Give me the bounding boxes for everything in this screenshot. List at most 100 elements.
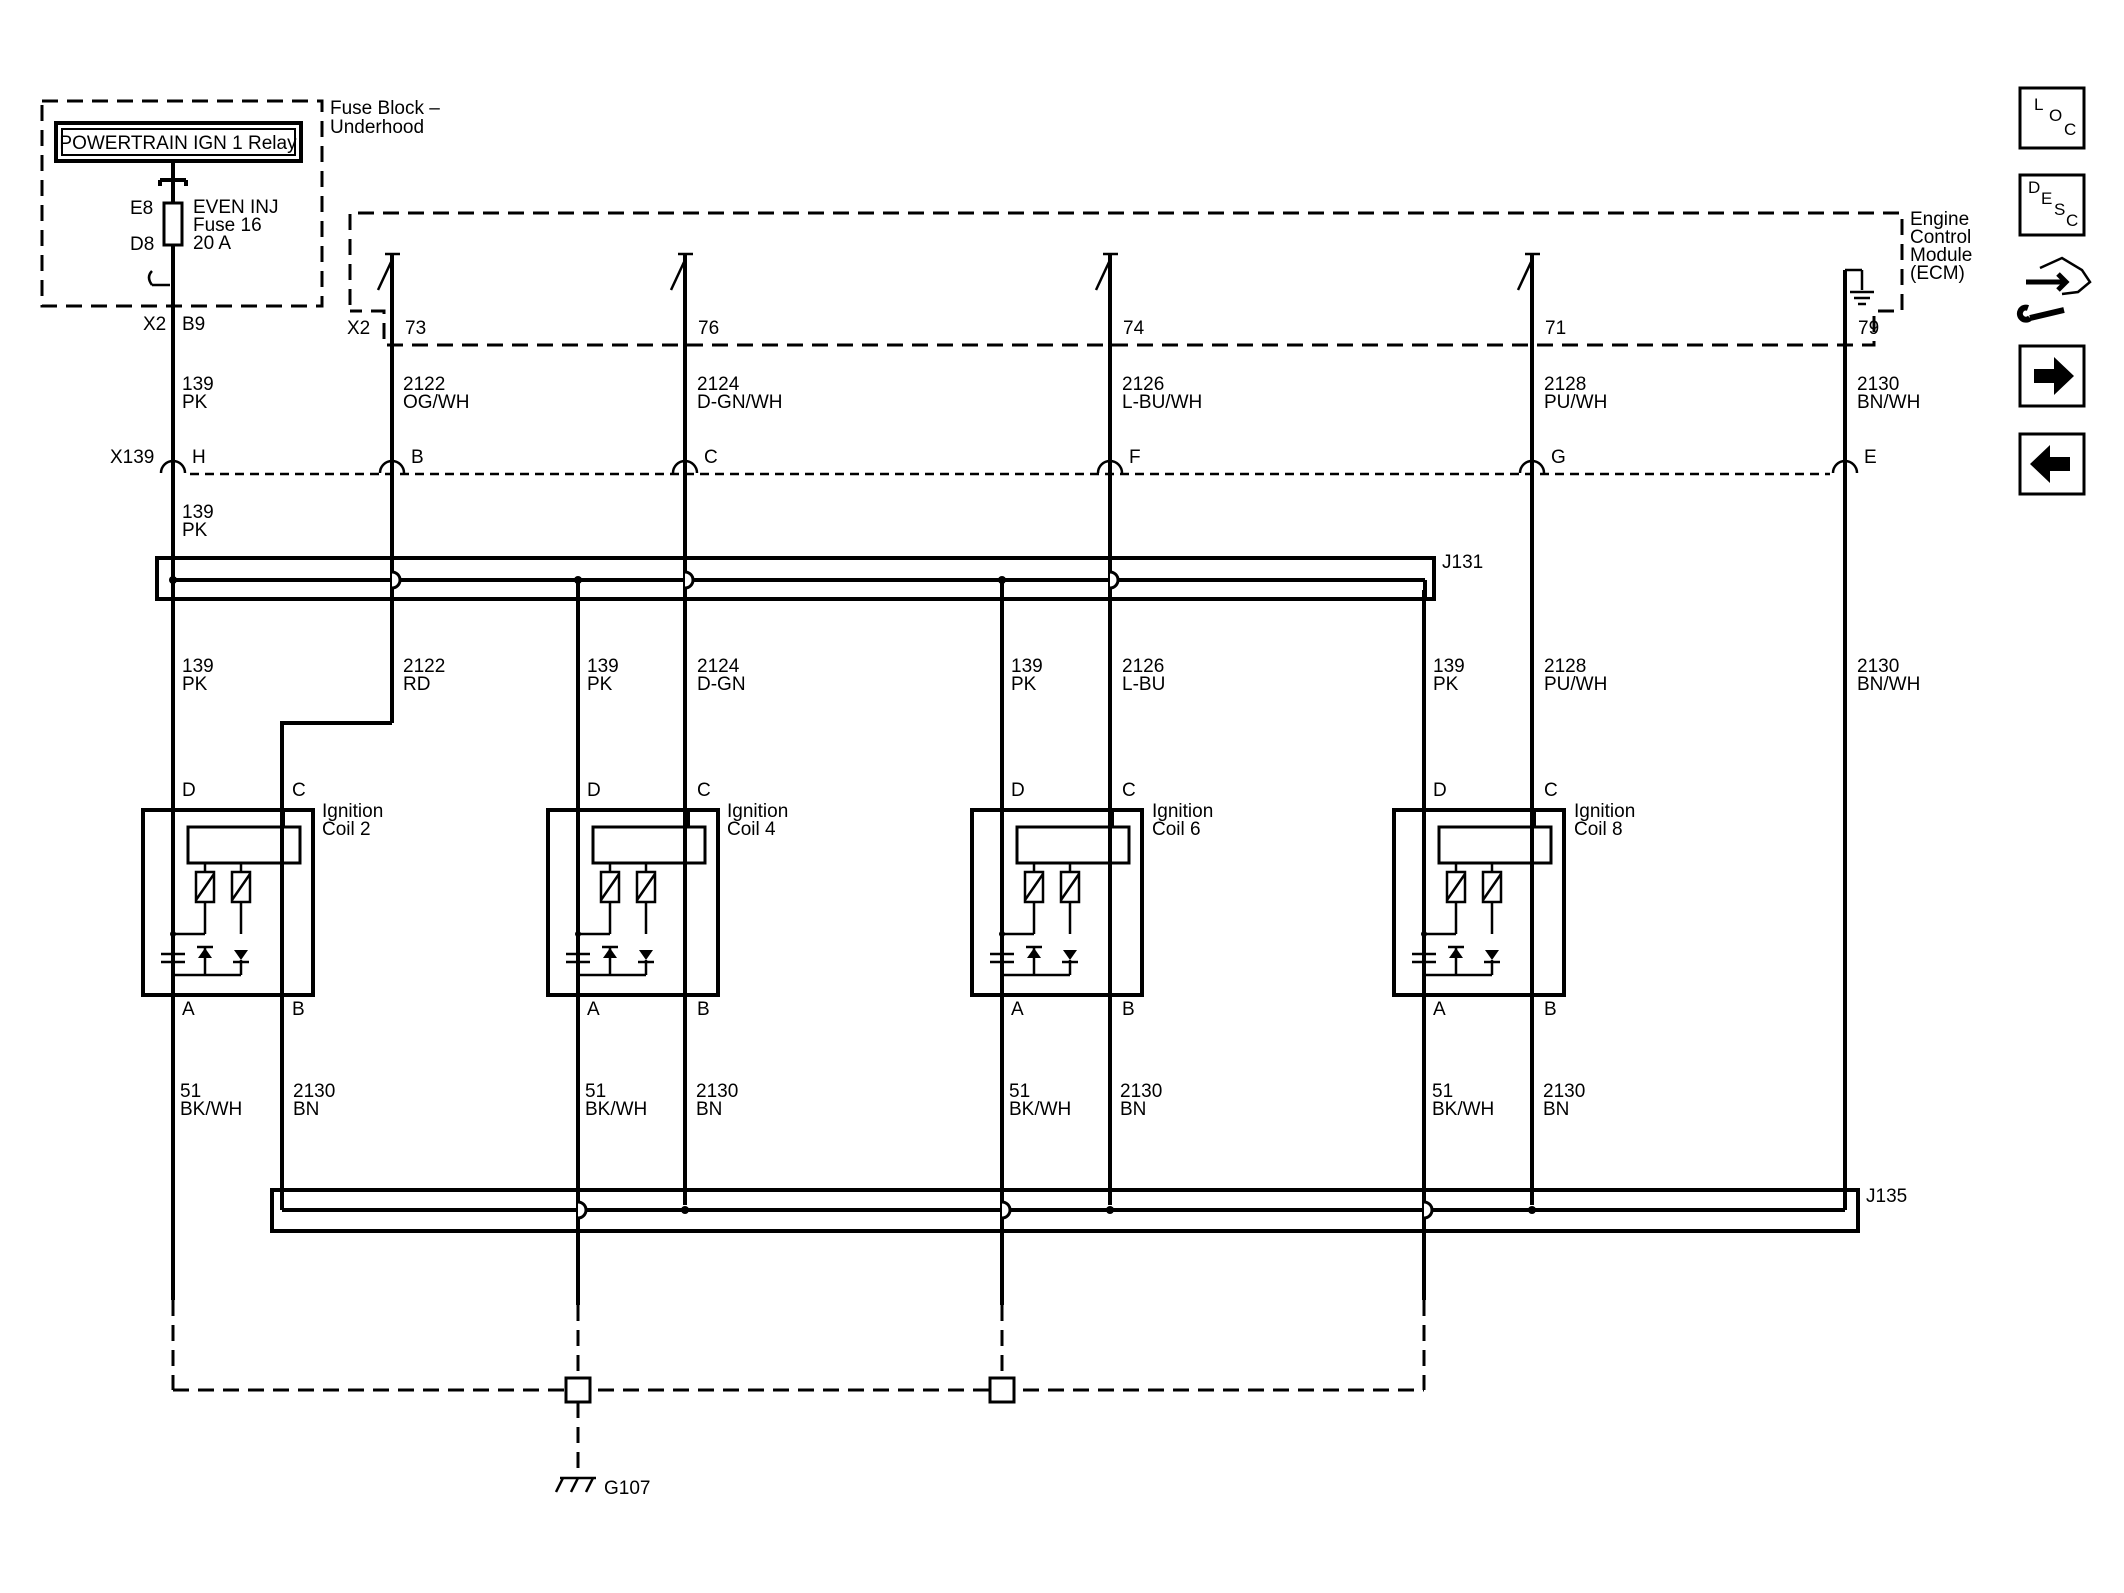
coil-name: Ignition — [1152, 801, 1213, 822]
desc-button[interactable]: D E S C — [2018, 173, 2086, 237]
j131-outline — [155, 556, 1436, 601]
wire-color: BN — [1543, 1099, 1569, 1120]
lower-wire-labels: 51 BK/WH 2130 BN 51 BK/WH 2130 BN 51 BK/… — [180, 1081, 1585, 1120]
wire-number: 51 — [180, 1081, 201, 1102]
coil-pin-a: A — [1433, 999, 1446, 1020]
wire-color: BK/WH — [585, 1099, 647, 1120]
x139-pin: G — [1551, 447, 1566, 468]
wire-number: 2130 — [696, 1081, 738, 1102]
wire-number: 139 — [182, 502, 214, 523]
wire-number: 2122 — [403, 374, 445, 395]
ecm: Engine Control Module (ECM) X2 — [347, 209, 1972, 460]
wire-number: 2122 — [403, 656, 445, 677]
loc-icon: L O C — [2034, 95, 2076, 139]
coil-pin-a: A — [1011, 999, 1024, 1020]
fuse-amperage: 20 A — [193, 233, 231, 254]
coil-pin-c: C — [1544, 780, 1558, 801]
wire-number: 139 — [587, 656, 619, 677]
svg-text:C: C — [2064, 120, 2076, 139]
wire-color: BN — [1120, 1099, 1146, 1120]
arrow-left-icon — [2030, 445, 2070, 483]
coil-name: Ignition — [1574, 801, 1635, 822]
ecm-pin: 76 — [698, 318, 719, 339]
wire-color: PK — [182, 674, 208, 695]
wire-color: BN — [696, 1099, 722, 1120]
wire-color: BN/WH — [1857, 674, 1920, 695]
wire-number: 51 — [1009, 1081, 1030, 1102]
ground-label: G107 — [604, 1478, 650, 1499]
wire-color: PK — [182, 520, 208, 541]
desc-icon: D E S C — [2028, 178, 2078, 230]
wire-number: 139 — [182, 656, 214, 677]
x139-pin: E — [1864, 447, 1877, 468]
svg-text:D: D — [2028, 178, 2040, 197]
wire-number: 2130 — [293, 1081, 335, 1102]
coil-pin-d: D — [1011, 780, 1025, 801]
loc-button[interactable]: L O C — [2018, 86, 2086, 150]
svg-text:C: C — [2066, 211, 2078, 230]
fuse-16-symbol — [162, 201, 184, 247]
ignition-coil-2: D C Ignition Coil 2 A B — [141, 780, 383, 1020]
wire-color: D-GN — [697, 674, 746, 695]
coil-pin-d: D — [587, 780, 601, 801]
wire-number: 139 — [1433, 656, 1465, 677]
ecm-ground-symbol — [1843, 268, 1874, 460]
wire-color: BN — [293, 1099, 319, 1120]
x139-pin: H — [192, 447, 206, 468]
coil-name-2: Coil 6 — [1152, 819, 1201, 840]
j131-label: J131 — [1442, 552, 1483, 573]
wire-number: 2128 — [1544, 374, 1586, 395]
wire-number: 51 — [585, 1081, 606, 1102]
coil-pin-c: C — [697, 780, 711, 801]
ecm-driver-switch — [376, 252, 400, 460]
wire-color: PK — [1011, 674, 1037, 695]
coil-pin-d: D — [1433, 780, 1447, 801]
ecm-pin: 71 — [1545, 318, 1566, 339]
connector-wrench-icon — [2016, 256, 2092, 323]
wire-color: BN/WH — [1857, 392, 1920, 413]
wire-color: D-GN/WH — [697, 392, 782, 413]
coil-pin-b: B — [697, 999, 710, 1020]
fuse-pin-bottom: D8 — [130, 234, 154, 255]
wire-number: 139 — [182, 374, 214, 395]
wire-number: 2128 — [1544, 656, 1586, 677]
coil-pin-a: A — [182, 999, 195, 1020]
ecm-driver-switch — [1516, 252, 1540, 460]
ground-g107-symbol — [554, 1476, 596, 1493]
coil-pin-d: D — [182, 780, 196, 801]
x139-pin: C — [704, 447, 718, 468]
wire-number: 2124 — [697, 656, 740, 677]
wire-color: BK/WH — [180, 1099, 242, 1120]
wire-number: 2126 — [1122, 374, 1164, 395]
coil-name-2: Coil 2 — [322, 819, 371, 840]
arrow-right-icon — [2034, 357, 2074, 395]
coil-pin-b: B — [1544, 999, 1557, 1020]
coil-pin-b: B — [292, 999, 305, 1020]
wire-number: 2130 — [1120, 1081, 1162, 1102]
wire-number: 2126 — [1122, 656, 1164, 677]
ecm-label-3: Module — [1910, 245, 1972, 266]
ecm-label-1: Engine — [1910, 209, 1969, 230]
previous-page-button[interactable] — [2018, 432, 2086, 496]
wire-color: PU/WH — [1544, 674, 1607, 695]
connector-wrench-button[interactable] — [2016, 256, 2092, 323]
fuse-block-connector: X2 — [143, 314, 166, 335]
wire-color: PU/WH — [1544, 392, 1607, 413]
fuse-number: Fuse 16 — [193, 215, 262, 236]
splice-j131: J131 — [155, 552, 1483, 601]
relay-label: POWERTRAIN IGN 1 Relay — [59, 133, 297, 154]
wire-color: BK/WH — [1432, 1099, 1494, 1120]
coil-pin-c: C — [1122, 780, 1136, 801]
fuse-block-title-2: Underhood — [330, 117, 424, 138]
upper-wire-labels: 139 PK 2122 OG/WH 2124 D-GN/WH 2126 L-BU… — [182, 374, 1920, 413]
wire-number: 51 — [1432, 1081, 1453, 1102]
ecm-pin: 74 — [1123, 318, 1145, 339]
ignition-coil-4: D C Ignition Coil 4 A B — [546, 780, 788, 1020]
fuse-block-title: Fuse Block – — [330, 98, 440, 119]
ecm-pin: 79 — [1858, 318, 1879, 339]
ignition-coil-8: D C Ignition Coil 8 A B — [1392, 780, 1635, 1020]
ground-splice — [564, 1376, 592, 1404]
next-page-button[interactable] — [2018, 344, 2086, 408]
svg-text:E: E — [2041, 189, 2052, 208]
wire-number: 2130 — [1857, 374, 1899, 395]
